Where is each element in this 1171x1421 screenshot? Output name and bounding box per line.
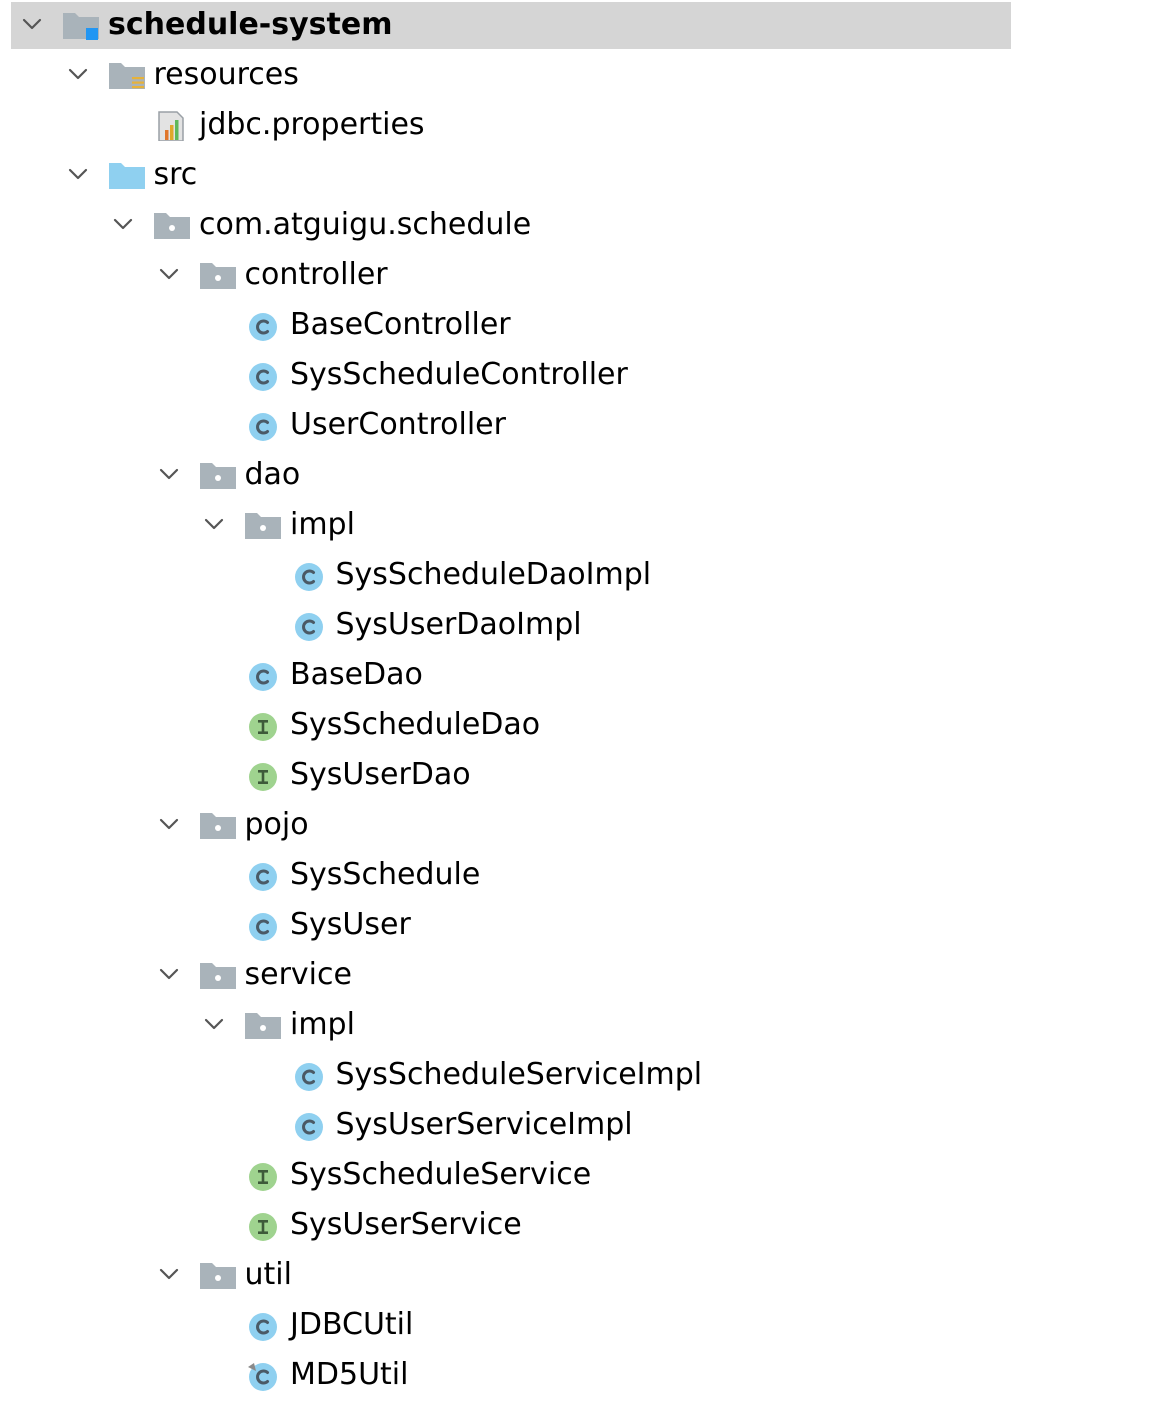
chevron-down-icon[interactable] xyxy=(66,162,90,186)
resources-folder-icon xyxy=(108,61,148,91)
tree-row[interactable]: impl xyxy=(0,1001,1171,1049)
tree-row[interactable]: BaseController xyxy=(0,301,1171,349)
tree-node-label: schedule-system xyxy=(108,7,393,42)
tree-row[interactable]: SysUserServiceImpl xyxy=(0,1101,1171,1149)
tree-node-label: SysUserServiceImpl xyxy=(335,1107,633,1142)
class-icon xyxy=(290,1061,330,1091)
class-icon xyxy=(244,411,284,441)
tree-row[interactable]: controller xyxy=(0,251,1171,299)
tree-row[interactable]: com.atguigu.schedule xyxy=(0,201,1171,249)
chevron-down-icon[interactable] xyxy=(66,62,90,86)
tree-node-label: pojo xyxy=(244,807,309,842)
tree-node-label: SysScheduleServiceImpl xyxy=(335,1057,703,1092)
tree-row[interactable]: SysScheduleServiceImpl xyxy=(0,1051,1171,1099)
package-icon xyxy=(244,1011,284,1041)
tree-node-label: util xyxy=(244,1257,292,1292)
tree-row[interactable]: impl xyxy=(0,501,1171,549)
tree-node-label: MD5Util xyxy=(290,1357,409,1392)
tree-node-label: SysScheduleDao xyxy=(290,707,541,742)
tree-row[interactable]: SysScheduleController xyxy=(0,351,1171,399)
tree-row[interactable]: UserController xyxy=(0,401,1171,449)
class-icon xyxy=(244,361,284,391)
chevron-down-icon[interactable] xyxy=(157,262,181,286)
tree-row[interactable]: SysSchedule xyxy=(0,851,1171,899)
package-icon xyxy=(199,811,239,841)
module-folder-icon xyxy=(62,11,102,41)
chevron-down-icon[interactable] xyxy=(157,962,181,986)
tree-row[interactable]: dao xyxy=(0,451,1171,499)
chevron-down-icon[interactable] xyxy=(202,512,226,536)
tree-node-label: SysUser xyxy=(290,907,411,942)
tree-node-label: BaseDao xyxy=(290,657,423,692)
tree-row[interactable]: util xyxy=(0,1251,1171,1299)
modified-class-icon xyxy=(244,1361,284,1391)
tree-node-label: BaseController xyxy=(290,307,511,342)
class-icon xyxy=(244,661,284,691)
chevron-down-icon[interactable] xyxy=(157,462,181,486)
tree-row[interactable]: service xyxy=(0,951,1171,999)
class-icon xyxy=(244,311,284,341)
tree-row[interactable]: pojo xyxy=(0,801,1171,849)
package-icon xyxy=(199,461,239,491)
class-icon xyxy=(290,611,330,641)
tree-row[interactable]: src xyxy=(0,151,1171,199)
interface-icon xyxy=(244,1161,284,1191)
class-icon xyxy=(244,1311,284,1341)
tree-node-label: com.atguigu.schedule xyxy=(199,207,532,242)
tree-row[interactable]: JDBCUtil xyxy=(0,1301,1171,1349)
tree-node-label: jdbc.properties xyxy=(199,107,425,142)
chevron-down-icon[interactable] xyxy=(157,1262,181,1286)
tree-node-label: src xyxy=(153,157,198,192)
tree-node-label: SysSchedule xyxy=(290,857,481,892)
tree-row[interactable]: MD5Util xyxy=(0,1351,1171,1399)
tree-row[interactable]: BaseDao xyxy=(0,651,1171,699)
chevron-down-icon[interactable] xyxy=(111,212,135,236)
class-icon xyxy=(244,911,284,941)
tree-node-label: SysScheduleDaoImpl xyxy=(335,557,652,592)
tree-node-label: dao xyxy=(244,457,301,492)
class-icon xyxy=(244,861,284,891)
package-icon xyxy=(199,261,239,291)
tree-node-label: SysUserDao xyxy=(290,757,471,792)
selection-highlight xyxy=(11,2,1011,49)
tree-row[interactable]: SysScheduleDaoImpl xyxy=(0,551,1171,599)
tree-node-label: SysScheduleService xyxy=(290,1157,592,1192)
tree-node-label: impl xyxy=(290,1007,355,1042)
tree-node-label: UserController xyxy=(290,407,506,442)
tree-row[interactable]: SysUserDao xyxy=(0,751,1171,799)
package-icon xyxy=(153,211,193,241)
tree-row[interactable]: SysScheduleDao xyxy=(0,701,1171,749)
tree-row[interactable]: jdbc.properties xyxy=(0,101,1171,149)
interface-icon xyxy=(244,1211,284,1241)
tree-node-label: SysUserDaoImpl xyxy=(335,607,582,642)
source-folder-icon xyxy=(108,161,148,191)
tree-node-label: resources xyxy=(153,57,299,92)
class-icon xyxy=(290,1111,330,1141)
chevron-down-icon[interactable] xyxy=(20,12,44,36)
tree-row[interactable]: schedule-system xyxy=(0,1,1171,49)
tree-row[interactable]: SysUser xyxy=(0,901,1171,949)
interface-icon xyxy=(244,761,284,791)
tree-node-label: service xyxy=(244,957,352,992)
tree-node-label: JDBCUtil xyxy=(290,1307,414,1342)
tree-node-label: controller xyxy=(244,257,388,292)
tree-row[interactable]: SysUserDaoImpl xyxy=(0,601,1171,649)
tree-row[interactable]: SysScheduleService xyxy=(0,1151,1171,1199)
tree-node-label: impl xyxy=(290,507,355,542)
properties-file-icon xyxy=(153,111,193,142)
package-icon xyxy=(199,961,239,991)
chevron-down-icon[interactable] xyxy=(202,1012,226,1036)
package-icon xyxy=(244,511,284,541)
package-icon xyxy=(199,1261,239,1291)
tree-row[interactable]: SysUserService xyxy=(0,1201,1171,1249)
chevron-down-icon[interactable] xyxy=(157,812,181,836)
tree-row[interactable]: resources xyxy=(0,51,1171,99)
class-icon xyxy=(290,561,330,591)
interface-icon xyxy=(244,711,284,741)
tree-node-label: SysScheduleController xyxy=(290,357,628,392)
tree-node-label: SysUserService xyxy=(290,1207,522,1242)
